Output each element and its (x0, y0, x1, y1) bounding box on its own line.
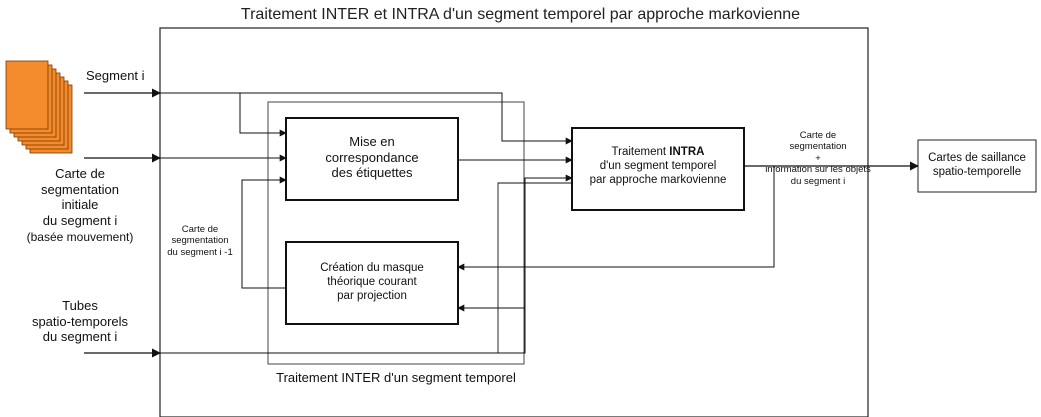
segment-to-intra (240, 92, 573, 145)
creation-box (285, 241, 459, 325)
tubes-label-line3: du segment i (42, 329, 118, 345)
segment-to-mise (160, 92, 287, 137)
carte-label-line2: segmentation (40, 181, 120, 197)
creation-line3: par projection (337, 289, 407, 302)
prev-carte-line3: du segment i -1 (167, 246, 233, 258)
video-frames-stack (5, 60, 73, 154)
diagram-title: Traitement INTER et INTRA d'un segment t… (240, 6, 801, 23)
output-info-label: Carte de segmentation + information sur … (760, 130, 876, 187)
prev-carte-line2: segmentation (171, 235, 229, 247)
intra-prefix: Traitement (611, 146, 667, 158)
carte-label-line3: initiale (61, 197, 99, 213)
mise-line2: correspondance (325, 149, 419, 165)
intra-side-input (497, 182, 572, 353)
creation-box-text: Création du masque théorique courant par… (286, 262, 458, 303)
creation-line1: Création du masque (320, 262, 424, 274)
creation-to-mise (241, 176, 287, 289)
saillance-box (917, 139, 1037, 193)
carte-label-line4: du segment i (42, 212, 118, 228)
intra-line3: par approche markovienne (589, 173, 727, 186)
output-info-line4: information sur les objets (765, 164, 871, 176)
intra-line2: d'un segment temporel (599, 159, 717, 172)
intra-box-text: Traitement INTRA d'un segment temporel p… (572, 146, 744, 187)
intra-bold: INTRA (669, 146, 705, 158)
prev-carte-label: Carte de segmentation du segment i -1 (160, 224, 240, 258)
carte-label-line1: Carte de (55, 166, 105, 181)
intra-box (571, 127, 745, 211)
tubes-label-line1: Tubes (62, 298, 98, 313)
mise-line3: des étiquettes (331, 165, 413, 181)
inter-caption: Traitement INTER d'un segment temporel (276, 370, 516, 385)
main-frame (159, 27, 869, 417)
mise-box-text: Mise en correspondance des étiquettes (286, 134, 458, 181)
output-info-line1: Carte de (799, 130, 837, 141)
creation-line2: théorique courant (327, 275, 417, 288)
tubes-label: Tubes spatio-temporels du segment i (10, 298, 150, 345)
intra-line1: Traitement INTRA (572, 146, 744, 160)
tubes-label-line2: spatio-temporels (31, 313, 129, 329)
output-info-line5: du segment i (790, 175, 846, 187)
output-to-creation (457, 166, 775, 271)
output-info-line3: + (815, 152, 821, 164)
saillance-line2: spatio-temporelle (932, 165, 1022, 178)
carte-label-note: (basée mouvement) (26, 230, 134, 245)
prev-carte-line1: Carte de (181, 224, 219, 235)
carte-label: Carte de segmentation initiale du segmen… (10, 166, 150, 245)
saillance-line1: Cartes de saillance (928, 152, 1026, 164)
saillance-box-text: Cartes de saillance spatio-temporelle (918, 152, 1036, 180)
output-info-line2: segmentation (789, 141, 847, 153)
tubes-to-intra (160, 174, 573, 354)
mise-line1: Mise en (349, 134, 395, 149)
inter-frame (267, 101, 525, 365)
segment-label: Segment i (86, 68, 145, 83)
